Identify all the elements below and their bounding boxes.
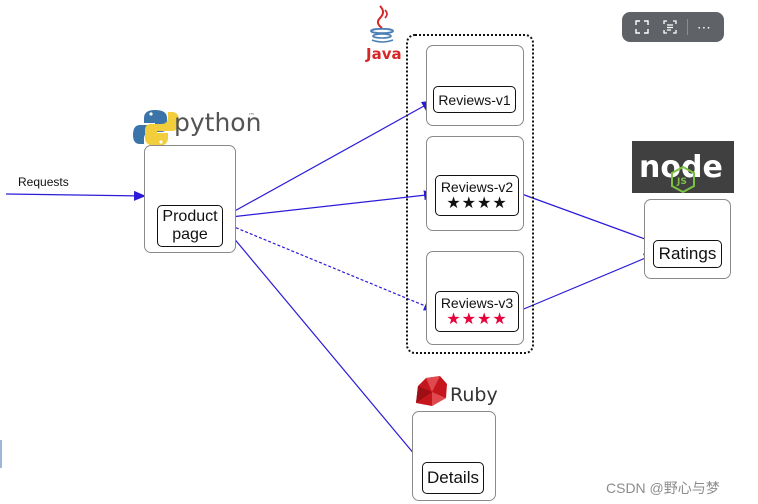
python-trademark: ™ [248,112,255,120]
edge-requests-to-productpage [5,190,146,201]
reviews-v3-text: Reviews-v3 [440,295,514,311]
ruby-logo-icon [416,376,447,406]
image-toolbar: ⋯ [622,12,724,42]
ruby-logo-text: Ruby [450,384,498,406]
edge-reviews-v3-to-ratings [518,253,656,312]
java-reviews-group [406,34,534,354]
node-js-badge: JS [676,177,687,187]
java-logo-text: Java [365,45,402,63]
productpage-label-line1: Product [162,208,218,225]
edge-productpage-to-reviews-v2 [221,190,436,219]
fullscreen-button[interactable] [630,16,654,38]
text-recognize-button[interactable] [658,16,682,38]
reviews-v3-stars: ★★★★ [446,311,508,328]
edge-reviews-v2-to-ratings [518,192,657,244]
page-edge-indicator [0,440,2,468]
productpage-label-line2: page [172,226,208,243]
ratings-label: Ratings [653,240,722,268]
requests-label: Requests [18,175,69,189]
productpage-label: Product page [157,205,223,247]
reviews-v1-text: Reviews-v1 [438,91,511,108]
reviews-v2-label: Reviews-v2 ★★★★ [435,175,519,216]
python-logo-icon [133,110,179,146]
details-text: Details [427,468,479,487]
edges [5,100,657,468]
text-recognize-icon [663,20,678,34]
edge-productpage-to-reviews-v1 [221,100,434,219]
details-label: Details [422,462,484,494]
fullscreen-icon [635,20,649,34]
node-js-hexagon-icon [671,165,695,194]
edge-productpage-to-reviews-v3 [221,221,436,311]
edge-productpage-to-details [221,223,426,468]
reviews-v2-stars: ★★★★ [446,195,508,212]
ratings-text: Ratings [658,244,717,263]
reviews-v2-text: Reviews-v2 [440,179,514,195]
reviews-v1-label: Reviews-v1 [433,86,516,113]
reviews-v3-label: Reviews-v3 ★★★★ [435,291,519,332]
python-logo-text: python [174,108,261,137]
java-logo-icon [370,5,394,43]
watermark-text: CSDN @野心与梦 [606,480,720,496]
more-options-button[interactable]: ⋯ [692,16,716,38]
more-icon: ⋯ [696,18,711,35]
toolbar-divider [686,19,688,35]
